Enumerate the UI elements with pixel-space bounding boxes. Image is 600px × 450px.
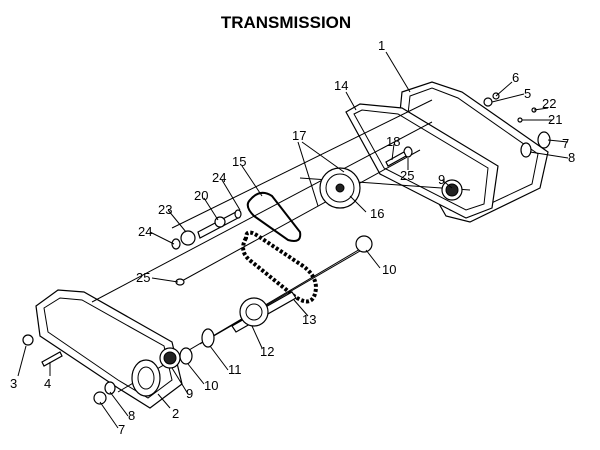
- callout-15: 15: [232, 154, 246, 169]
- callout-24-left: 24: [138, 224, 152, 239]
- callout-22: 22: [542, 96, 556, 111]
- left-gear-cluster: [131, 359, 161, 397]
- callout-2: 2: [172, 406, 179, 421]
- dowel-21: [517, 117, 523, 123]
- callout-4: 4: [44, 376, 51, 391]
- callout-7-right: 7: [562, 136, 569, 151]
- washer-10-right: [355, 235, 373, 253]
- washer-8-right: [520, 142, 532, 158]
- callout-17: 17: [292, 128, 306, 143]
- left-gear: [159, 347, 181, 369]
- callout-24-top: 24: [212, 170, 226, 185]
- washer-24-top: [234, 209, 242, 219]
- bolt-4: [41, 351, 63, 367]
- washer-10-left: [179, 347, 193, 365]
- washer-8-left: [104, 381, 116, 395]
- callout-21: 21: [548, 112, 562, 127]
- callout-9-left: 9: [186, 386, 193, 401]
- callout-6: 6: [512, 70, 519, 85]
- seal-7-left: [93, 391, 107, 405]
- callout-20: 20: [194, 188, 208, 203]
- callout-8-left: 8: [128, 408, 135, 423]
- callout-18: 18: [386, 134, 400, 149]
- belt: [246, 191, 302, 242]
- callout-5: 5: [524, 86, 531, 101]
- callout-11: 11: [228, 362, 242, 377]
- callout-10-left: 10: [204, 378, 218, 393]
- callout-12: 12: [260, 344, 274, 359]
- nut-5: [483, 97, 493, 107]
- pin-18: [385, 151, 407, 167]
- callout-16: 16: [370, 206, 384, 221]
- callout-9-right: 9: [438, 172, 445, 187]
- leader-lines: [17, 51, 569, 429]
- diagram-title: TRANSMISSION: [221, 13, 351, 32]
- drive-chain: [241, 230, 319, 304]
- bearing-11: [201, 328, 215, 348]
- output-shaft: [231, 291, 297, 333]
- callout-25-right: 25: [400, 168, 414, 183]
- callout-7-left: 7: [118, 422, 125, 437]
- callout-25-left: 25: [136, 270, 150, 285]
- sprocket: [319, 167, 361, 209]
- nut-3: [22, 334, 34, 346]
- callout-10-right: 10: [382, 262, 396, 277]
- callout-8-right: 8: [568, 150, 575, 165]
- callout-3: 3: [10, 376, 17, 391]
- callout-14: 14: [334, 78, 348, 93]
- callout-23: 23: [158, 202, 172, 217]
- washer-24-left: [171, 238, 181, 250]
- callout-13: 13: [302, 312, 316, 327]
- callout-1: 1: [378, 38, 385, 53]
- right-gear: [441, 179, 463, 201]
